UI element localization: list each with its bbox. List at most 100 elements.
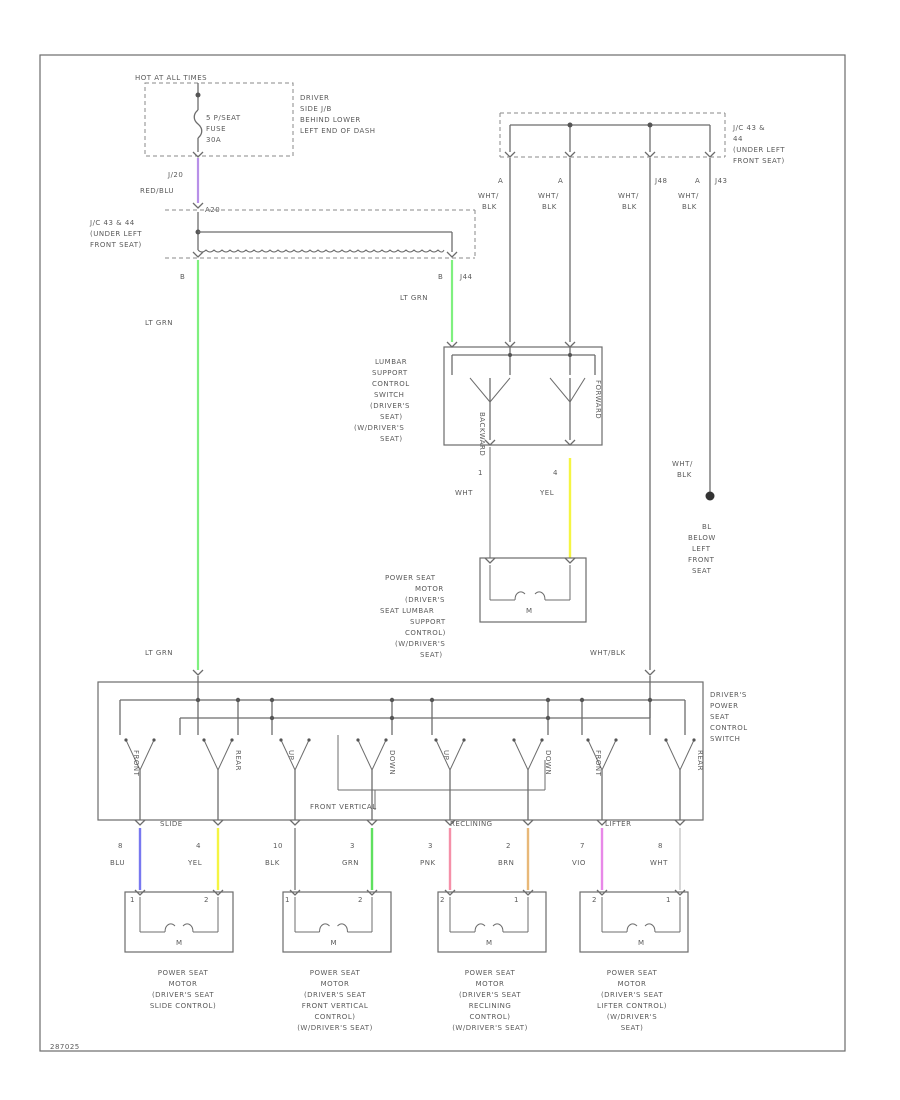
svg-text:FUSE: FUSE xyxy=(206,125,226,133)
svg-text:J43: J43 xyxy=(714,177,727,185)
svg-text:J/C 43 & 44: J/C 43 & 44 xyxy=(89,219,135,227)
motor-icon xyxy=(626,923,656,933)
contact-point xyxy=(664,738,668,742)
contact-point xyxy=(356,738,360,742)
svg-text:BLK: BLK xyxy=(542,203,557,211)
switch-contact xyxy=(357,739,373,771)
switch-position-label: UP xyxy=(442,750,450,760)
motor-pin-number: 1 xyxy=(666,896,671,904)
svg-text:A20: A20 xyxy=(205,206,220,214)
svg-text:LUMBAR: LUMBAR xyxy=(375,358,407,366)
motor-description: (W/DRIVER'S xyxy=(607,1013,657,1021)
svg-text:FRONT: FRONT xyxy=(688,556,715,564)
switch-position-label: REAR xyxy=(234,750,242,771)
svg-text:WHT/: WHT/ xyxy=(618,192,639,200)
motor-description: (W/DRIVER'S SEAT) xyxy=(452,1024,528,1032)
svg-text:DRIVER'S: DRIVER'S xyxy=(710,691,747,699)
pin-number: 8 xyxy=(658,842,663,850)
bus-node xyxy=(389,715,395,721)
motor-description: MOTOR xyxy=(476,980,505,988)
motor-description: POWER SEAT xyxy=(158,969,209,977)
svg-text:FORWARD: FORWARD xyxy=(594,380,602,419)
switch-contact xyxy=(665,739,681,771)
svg-text:WHT/: WHT/ xyxy=(672,460,693,468)
svg-text:BEHIND LOWER: BEHIND LOWER xyxy=(300,116,361,124)
motor-symbol: M xyxy=(331,939,338,947)
motor-pin-number: 1 xyxy=(514,896,519,904)
svg-text:B: B xyxy=(180,273,185,281)
svg-text:SUPPORT: SUPPORT xyxy=(410,618,446,626)
junction-connector-right: J/C 43 & 44 (UNDER LEFT FRONT SEAT) A A … xyxy=(478,112,785,211)
wire-color-label: VIO xyxy=(572,859,586,867)
motor-icon xyxy=(474,923,504,933)
switch-contact xyxy=(371,739,387,771)
pin-number: 8 xyxy=(118,842,123,850)
svg-text:WHT/BLK: WHT/BLK xyxy=(590,649,626,657)
bus-node xyxy=(545,715,551,721)
motor-description: RECLINING xyxy=(469,1002,512,1010)
fuse-icon xyxy=(193,109,203,139)
contact-point xyxy=(279,738,283,742)
svg-text:CONTROL: CONTROL xyxy=(710,724,748,732)
switch-bus-taps xyxy=(119,697,686,735)
motor-description: FRONT VERTICAL xyxy=(302,1002,369,1010)
svg-text:SEAT: SEAT xyxy=(710,713,730,721)
svg-text:CONTROL: CONTROL xyxy=(372,380,410,388)
contact-point xyxy=(230,738,234,742)
connector-pin xyxy=(522,819,534,826)
contact-point xyxy=(540,738,544,742)
contact-point xyxy=(434,738,438,742)
svg-text:LEFT: LEFT xyxy=(692,545,711,553)
motor-description: MOTOR xyxy=(169,980,198,988)
wire-color-label: YEL xyxy=(187,859,202,867)
motor-description: POWER SEAT xyxy=(465,969,516,977)
svg-text:WHT/: WHT/ xyxy=(538,192,559,200)
svg-text:BELOW: BELOW xyxy=(688,534,716,542)
lumbar-motor: M POWER SEAT MOTOR (DRIVER'S SEAT LUMBAR… xyxy=(380,557,587,659)
svg-text:SUPPORT: SUPPORT xyxy=(372,369,408,377)
connector-pin xyxy=(674,819,686,826)
svg-text:SEAT: SEAT xyxy=(692,567,712,575)
svg-text:SWITCH: SWITCH xyxy=(710,735,740,743)
svg-text:(W/DRIVER'S: (W/DRIVER'S xyxy=(354,424,404,432)
svg-text:J/C 43 &: J/C 43 & xyxy=(732,124,765,132)
contact-point xyxy=(384,738,388,742)
svg-text:J48: J48 xyxy=(654,177,667,185)
motor-symbol: M xyxy=(638,939,645,947)
svg-text:FRONT SEAT): FRONT SEAT) xyxy=(90,241,142,249)
bus-node xyxy=(429,697,435,703)
svg-text:(W/DRIVER'S: (W/DRIVER'S xyxy=(395,640,445,648)
wire-color-label: PNK xyxy=(420,859,436,867)
svg-text:J/20: J/20 xyxy=(167,171,183,179)
svg-text:B: B xyxy=(438,273,443,281)
motor-symbol: M xyxy=(176,939,183,947)
connector-pin xyxy=(289,819,301,826)
pin-number: 2 xyxy=(506,842,511,850)
switch-position-label: UP xyxy=(287,750,295,760)
switch-contact xyxy=(587,739,603,771)
switch-contact xyxy=(601,739,617,771)
svg-text:WHT/: WHT/ xyxy=(478,192,499,200)
svg-text:YEL: YEL xyxy=(539,489,554,497)
svg-text:(UNDER LEFT: (UNDER LEFT xyxy=(90,230,142,238)
svg-text:BL: BL xyxy=(702,523,712,531)
motor-pin-number: 2 xyxy=(358,896,363,904)
svg-text:BLK: BLK xyxy=(482,203,497,211)
motor-description: SLIDE CONTROL) xyxy=(150,1002,216,1010)
connector-pin xyxy=(444,819,456,826)
motor-pin-number: 2 xyxy=(204,896,209,904)
svg-text:M: M xyxy=(526,607,533,615)
svg-text:J44: J44 xyxy=(459,273,473,281)
motor-description: POWER SEAT xyxy=(607,969,658,977)
svg-text:5 P/SEAT: 5 P/SEAT xyxy=(206,114,241,122)
switch-contact xyxy=(449,739,465,771)
contact-point xyxy=(586,738,590,742)
svg-text:WHT: WHT xyxy=(455,489,473,497)
connector-pin xyxy=(212,819,224,826)
ground-icon xyxy=(705,491,715,501)
svg-text:RED/BLU: RED/BLU xyxy=(140,187,174,195)
